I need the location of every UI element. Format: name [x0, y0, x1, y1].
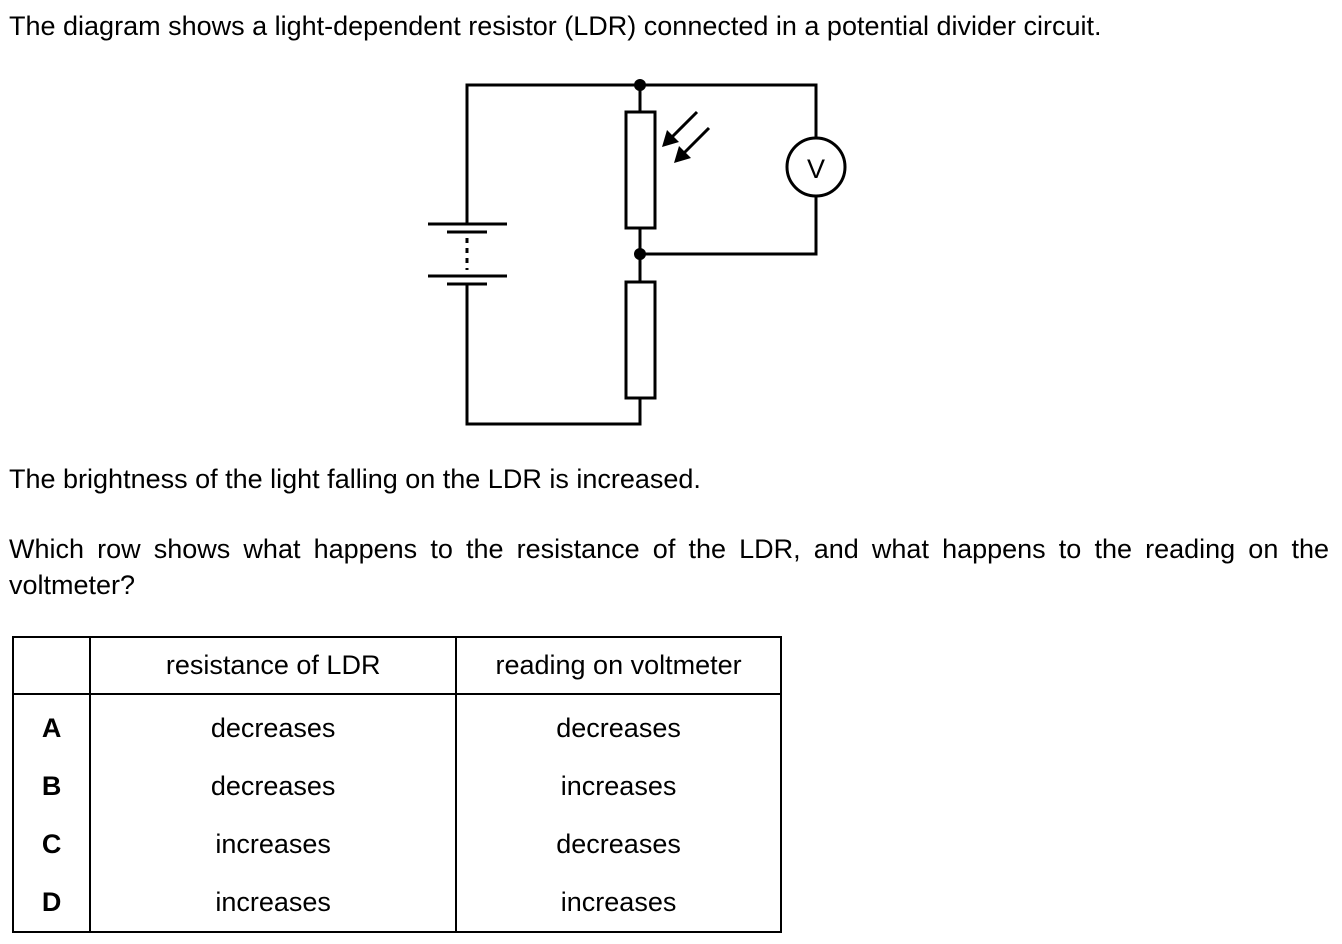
voltmeter-label: V — [807, 154, 825, 184]
junction-dot-top — [634, 79, 646, 91]
option-resistance: decreases — [90, 757, 458, 815]
header-key — [13, 637, 92, 695]
option-reading: increases — [560, 886, 677, 917]
battery-symbol — [428, 222, 507, 286]
option-reading: increases — [560, 770, 677, 801]
option-reading: decreases — [556, 828, 681, 859]
table-row: B decreases increases — [13, 757, 781, 815]
question-prompt: Which row shows what happens to the resi… — [9, 534, 1329, 600]
ldr-resistor — [624, 110, 657, 230]
answer-options-table: resistance of LDR reading on voltmeter A… — [12, 636, 782, 933]
header-resistance: resistance of LDR — [90, 637, 458, 695]
question-condition: The brightness of the light falling on t… — [9, 464, 701, 494]
question-intro: The diagram shows a light-dependent resi… — [9, 11, 1102, 41]
header-reading: reading on voltmeter — [456, 637, 781, 695]
option-key: A — [13, 694, 92, 757]
option-key: D — [13, 873, 92, 932]
table-row: C increases decreases — [13, 815, 781, 873]
voltmeter-symbol — [785, 136, 847, 198]
option-resistance: decreases — [90, 694, 458, 757]
option-key: C — [13, 815, 92, 873]
option-key: B — [13, 757, 92, 815]
table-header-row: resistance of LDR reading on voltmeter — [13, 637, 781, 695]
fixed-resistor — [624, 280, 657, 400]
option-reading: decreases — [556, 712, 681, 743]
option-resistance: increases — [90, 815, 458, 873]
table-row: D increases increases — [13, 873, 781, 932]
option-resistance: increases — [90, 873, 458, 932]
light-arrows-icon — [662, 110, 711, 163]
junction-dot-middle — [634, 248, 646, 260]
table-row: A decreases decreases — [13, 694, 781, 757]
